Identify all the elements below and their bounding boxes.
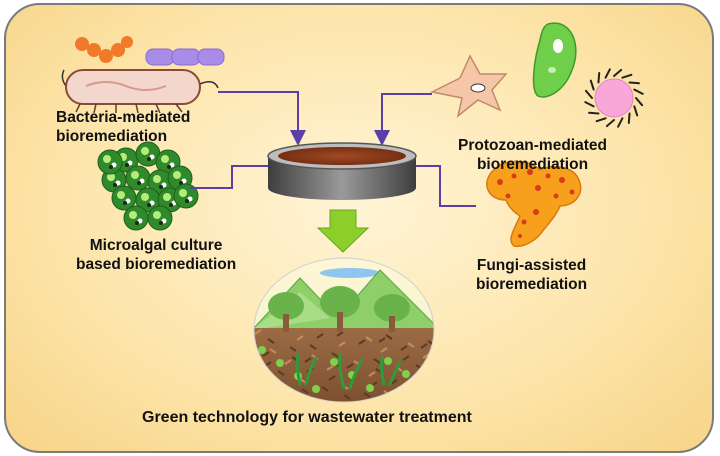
fungi-icon (486, 160, 582, 248)
green-landscape-icon (254, 258, 434, 402)
output-caption: Green technology for wastewater treatmen… (142, 409, 472, 426)
bacteria-icon (61, 36, 225, 114)
protozoa-icon (429, 22, 644, 128)
connectors (190, 91, 476, 207)
reactor-dish (267, 142, 417, 200)
microalgae-icon (97, 141, 199, 231)
green-arrow (316, 209, 370, 253)
